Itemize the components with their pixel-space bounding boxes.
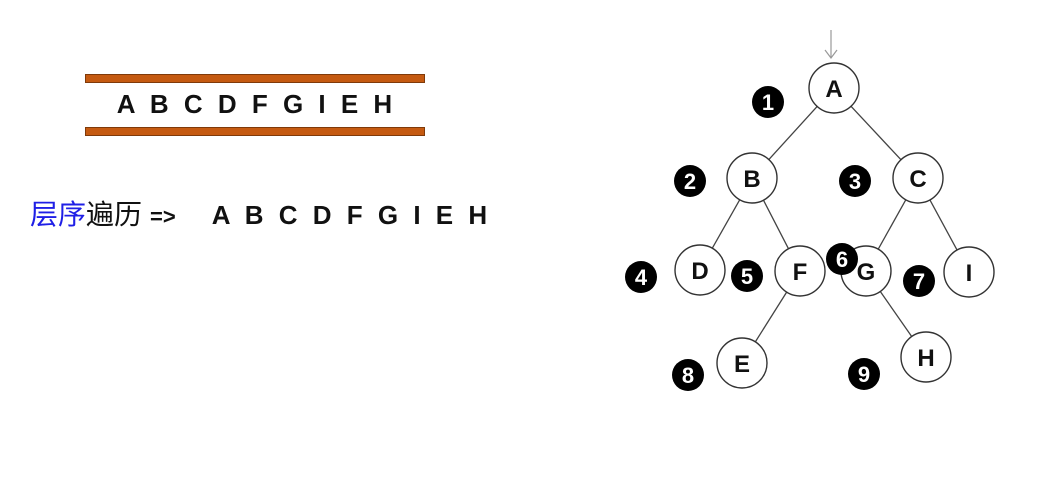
node-label: I [966, 260, 973, 287]
badge-circle [731, 260, 763, 292]
node-label: B [743, 166, 760, 193]
traversal-arrow: => [150, 204, 176, 229]
badge-number: 7 [913, 269, 925, 294]
traversal-name-highlight: 层序 [30, 198, 87, 231]
order-badge-8: 8 [672, 359, 704, 391]
node-label: D [691, 258, 708, 285]
badge-number: 6 [836, 247, 848, 272]
badge-circle [839, 165, 871, 197]
badge-circle [826, 243, 858, 275]
order-badge-2: 2 [674, 165, 706, 197]
badge-number: 8 [682, 363, 694, 388]
badge-circle [848, 358, 880, 390]
badge-circle [625, 261, 657, 293]
order-badges: 1 2 3 4 5 6 7 8 9 [625, 86, 935, 391]
traversal-label: 层序遍历 => A B C D F G I E H [30, 193, 487, 233]
edge-A-B [768, 106, 818, 160]
badge-circle [672, 359, 704, 391]
edge-A-C [850, 105, 902, 161]
tree-node-A: A [808, 62, 860, 114]
badge-circle [752, 86, 784, 118]
edge-C-G [877, 199, 907, 250]
node-circle [726, 152, 778, 204]
tree-edges [711, 105, 958, 343]
node-circle [892, 152, 944, 204]
tree-node-F: F [774, 245, 826, 297]
badge-circle [674, 165, 706, 197]
order-badge-5: 5 [731, 260, 763, 292]
badge-circle [903, 265, 935, 297]
root-entry-arrow-head [824, 49, 838, 59]
node-label: H [917, 345, 934, 372]
tree-node-B: B [726, 152, 778, 204]
node-circle [900, 331, 952, 383]
order-badge-6: 6 [826, 243, 858, 275]
edge-C-I [929, 199, 958, 251]
tree-node-C: C [892, 152, 944, 204]
queue-top-bar [85, 74, 425, 83]
tree-node-I: I [943, 246, 995, 298]
order-badge-7: 7 [903, 265, 935, 297]
node-circle [674, 244, 726, 296]
tree-node-D: D [674, 244, 726, 296]
node-label: A [825, 76, 842, 103]
tree-node-H: H [900, 331, 952, 383]
node-label: G [857, 259, 876, 286]
node-circle [808, 62, 860, 114]
badge-number: 2 [684, 169, 696, 194]
node-label: E [734, 351, 750, 378]
node-circle [716, 337, 768, 389]
order-badge-3: 3 [839, 165, 871, 197]
edge-B-D [711, 199, 741, 249]
badge-number: 1 [762, 90, 774, 115]
node-label: C [909, 166, 926, 193]
edge-B-F [762, 199, 790, 250]
edge-F-E [754, 291, 788, 343]
node-circle [774, 245, 826, 297]
queue-sequence: A B C D F G I E H [116, 89, 394, 119]
traversal-name-rest: 遍历 [86, 198, 143, 231]
order-badge-4: 4 [625, 261, 657, 293]
tree-node-E: E [716, 337, 768, 389]
queue-bottom-bar [85, 127, 425, 136]
node-label: F [793, 259, 808, 286]
traversal-sequence: A B C D F G I E H [211, 200, 488, 230]
edge-G-H [879, 291, 913, 337]
node-circle [943, 246, 995, 298]
badge-number: 4 [635, 265, 648, 290]
tree-nodes: A B C D F G I E H [674, 62, 995, 389]
order-badge-1: 1 [752, 86, 784, 118]
order-badge-9: 9 [848, 358, 880, 390]
badge-number: 3 [849, 169, 861, 194]
badge-number: 5 [741, 264, 753, 289]
badge-number: 9 [858, 362, 870, 387]
